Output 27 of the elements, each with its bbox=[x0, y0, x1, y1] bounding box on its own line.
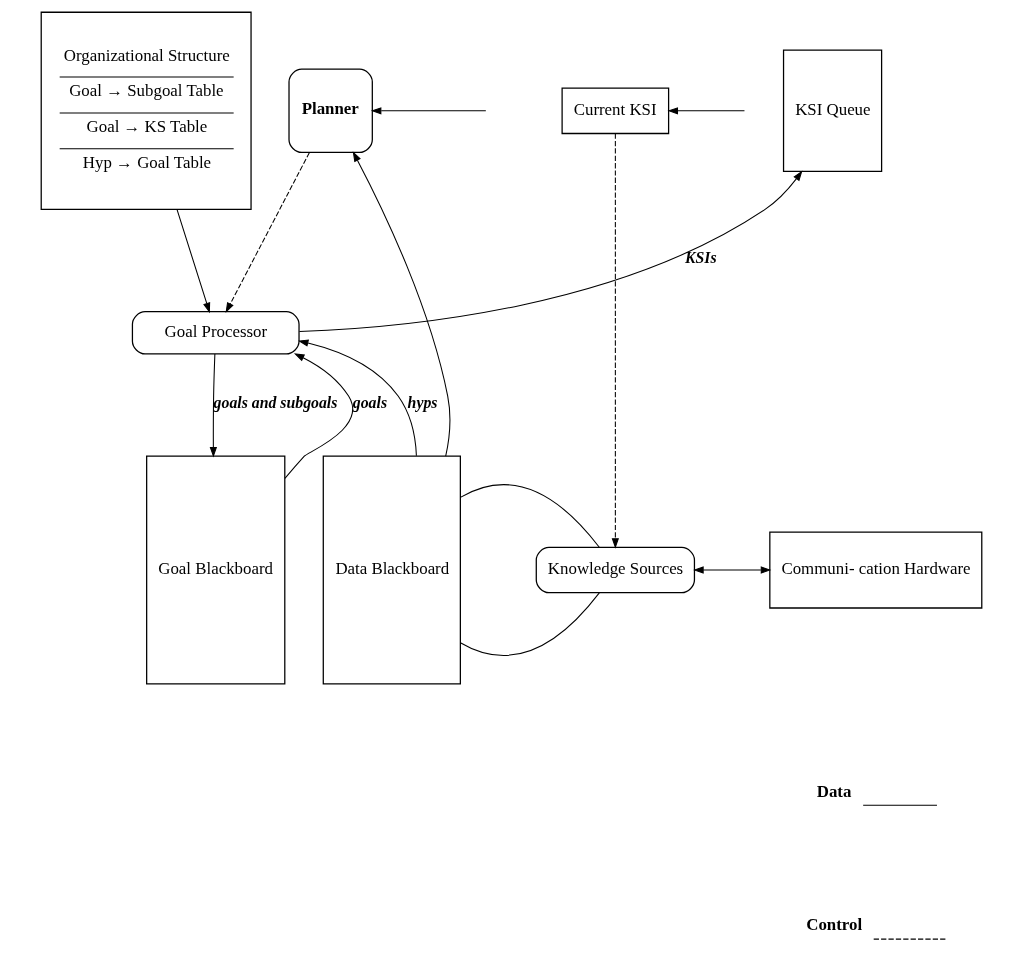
edge-label: hyps bbox=[407, 393, 437, 411]
arrow bbox=[667, 107, 745, 115]
connector bbox=[459, 592, 600, 656]
arrow bbox=[225, 152, 310, 313]
arrow bbox=[283, 353, 353, 479]
arrow bbox=[692, 566, 771, 574]
node-box: Data Blackboard bbox=[322, 455, 461, 685]
node-box: Goal Processor bbox=[131, 311, 300, 355]
edge-label: KSIs bbox=[684, 249, 717, 267]
arrow bbox=[176, 209, 210, 314]
arrow bbox=[370, 107, 486, 115]
arrow bbox=[352, 151, 450, 457]
node-box: Goal Blackboard bbox=[145, 455, 285, 685]
arrow bbox=[297, 339, 417, 457]
legend-label: Control bbox=[805, 915, 862, 935]
node-box: Planner bbox=[287, 68, 373, 154]
connector bbox=[459, 484, 600, 548]
node-box: KSI Queue bbox=[782, 49, 882, 173]
node-box: Communi- cation Hardware bbox=[768, 531, 982, 609]
arrow bbox=[611, 133, 619, 549]
node-box: Knowledge Sources bbox=[535, 546, 695, 594]
edge-label: goals bbox=[352, 393, 387, 411]
node-box: Current KSI bbox=[560, 87, 669, 135]
node-box: Organizational Structure Goal → Subgoal Table Goal → KS Table Hyp → Goal Table bbox=[40, 11, 252, 211]
arrow bbox=[298, 170, 802, 333]
arrow bbox=[209, 353, 217, 458]
legend-label: Data bbox=[816, 781, 851, 801]
